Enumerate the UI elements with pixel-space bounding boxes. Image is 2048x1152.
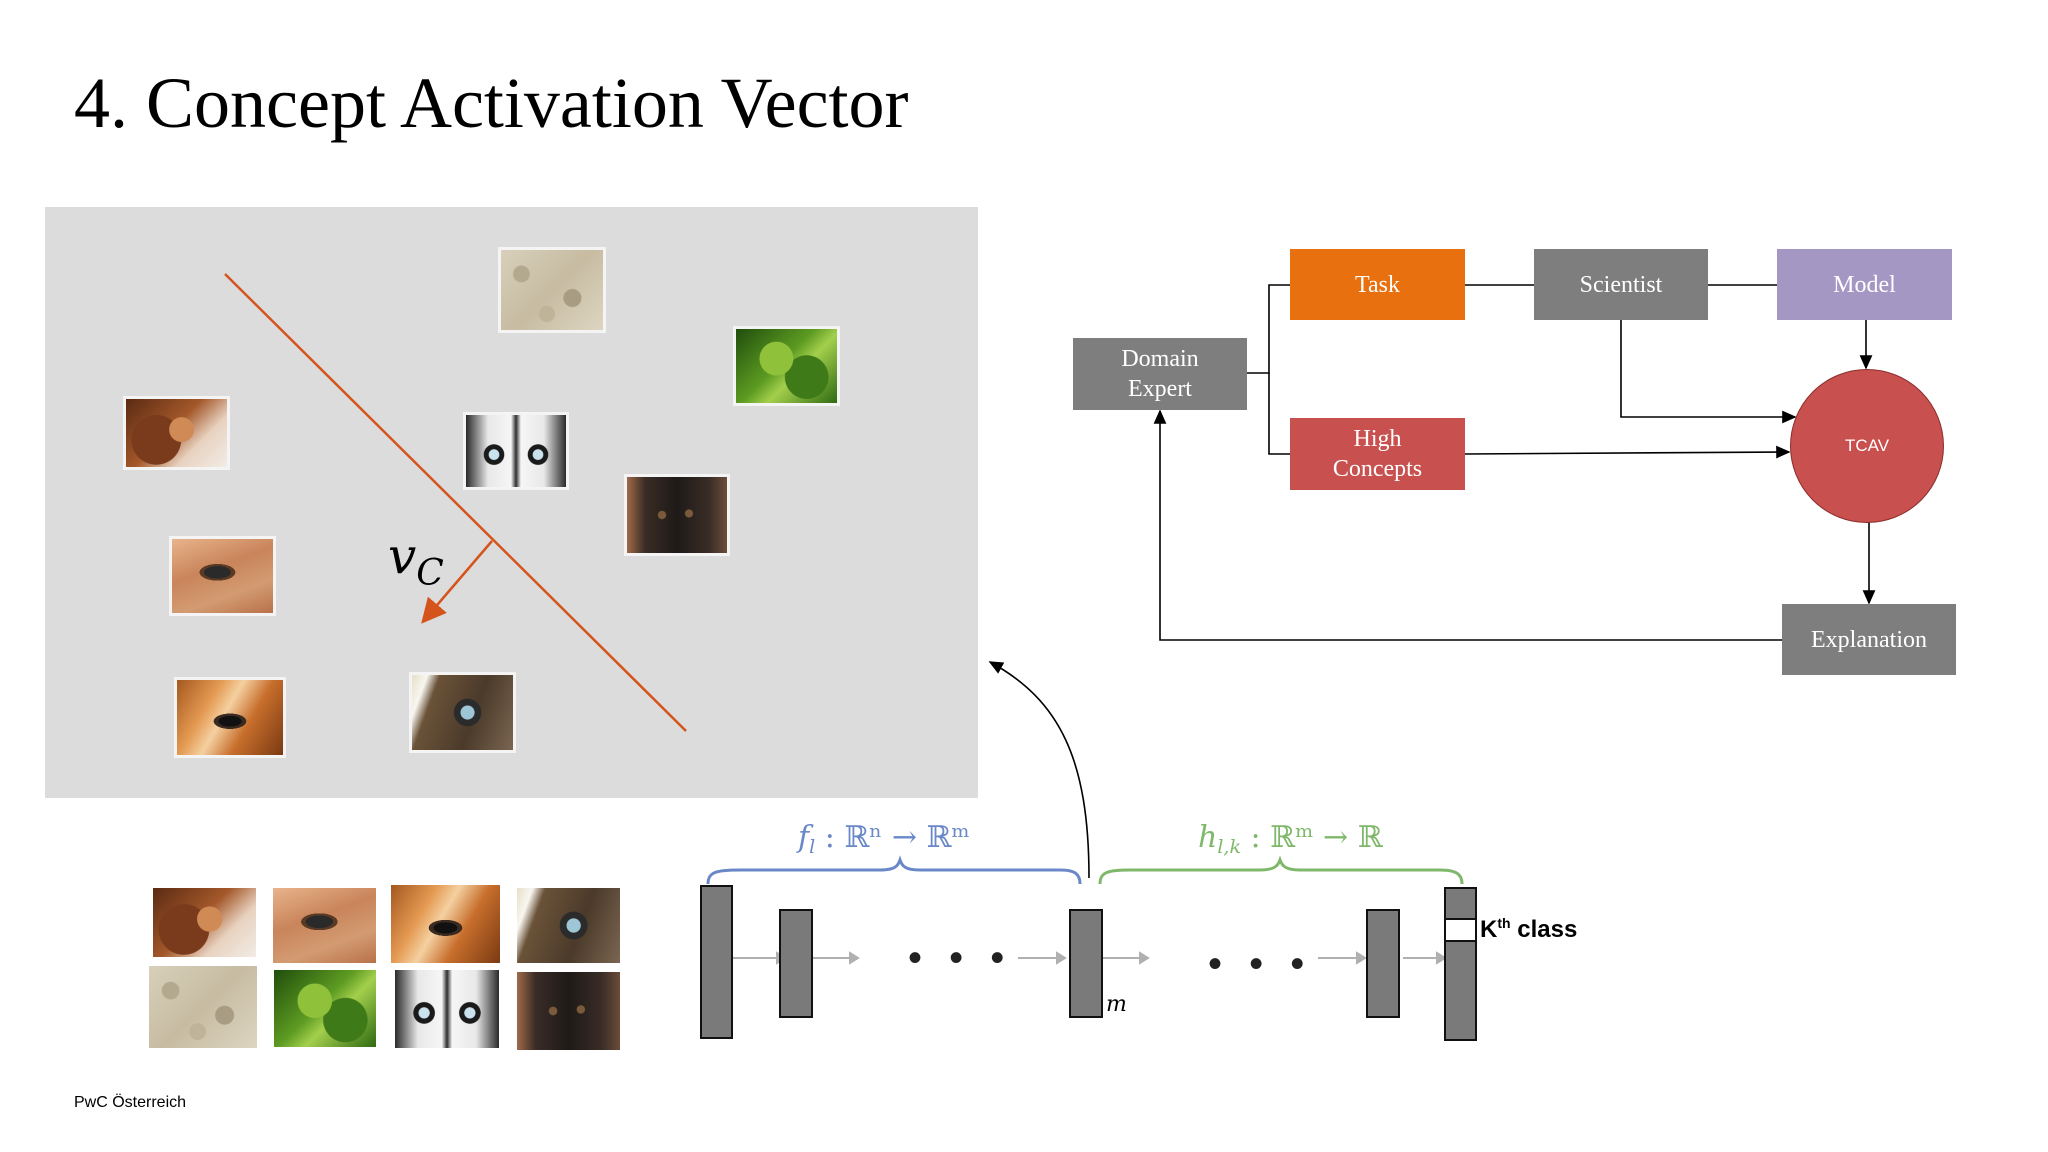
task-label: Task: [1355, 271, 1400, 298]
kth-class-cell: [1446, 918, 1475, 942]
domain-expert-label-line1: Domain: [1121, 346, 1199, 372]
scientist-box: Scientist: [1534, 249, 1708, 320]
grid-grass-image: [274, 970, 376, 1047]
horse-eye-image-3: [409, 672, 516, 753]
connector-expert-concepts: [1268, 373, 1290, 455]
husky-image: [463, 412, 569, 490]
h-brace: [1098, 855, 1464, 885]
slide-title: 4. Concept Activation Vector: [74, 63, 909, 143]
hidden-layer-2: [1366, 909, 1400, 1018]
grid-dog-image: [517, 972, 620, 1050]
f-mapping-label: fl : ℝⁿ → ℝᵐ: [798, 820, 970, 858]
h-mapping-label: hl,k : ℝᵐ → ℝ: [1198, 820, 1383, 858]
high-concepts-label-line2: Concepts: [1332, 456, 1423, 482]
grass-image: [733, 326, 840, 406]
output-layer: [1444, 887, 1477, 1041]
grid-horse-eye-image: [273, 888, 376, 963]
grid-husky-image: [395, 970, 499, 1048]
connector-concepts-tcav: [1464, 445, 1791, 459]
curved-arrow-to-panel: [988, 661, 1090, 879]
explanation-label: Explanation: [1811, 626, 1927, 653]
explanation-box: Explanation: [1782, 604, 1956, 675]
connector-explanation-expert: [1153, 409, 1782, 641]
dog-image: [624, 474, 730, 556]
input-layer: [700, 885, 733, 1039]
kth-class-label: Kth class: [1480, 915, 1578, 943]
horse-face-image: [123, 396, 230, 470]
concept-vector-graphic: [224, 273, 687, 732]
m-dimension-label: m: [1106, 992, 1127, 1017]
connector-scientist-tcav: [1620, 320, 1797, 424]
grid-horse-eye-image-2: [391, 885, 500, 963]
hidden-layer-1: [779, 909, 813, 1018]
decision-boundary-line: [224, 273, 687, 732]
domain-expert-box: Domain Expert: [1073, 338, 1247, 410]
task-box: Task: [1290, 249, 1465, 320]
vector-label: vC: [388, 527, 444, 594]
footer-text: PwC Österreich: [74, 1094, 187, 1111]
concept-space-panel: vC: [45, 207, 978, 798]
domain-expert-label-line2: Expert: [1128, 376, 1192, 402]
grid-horse-face-image: [153, 888, 256, 957]
scientist-label: Scientist: [1579, 271, 1663, 298]
high-concepts-label-line1: High: [1353, 426, 1402, 452]
tcav-label: TCAV: [1844, 436, 1890, 455]
tcav-node: TCAV: [1790, 369, 1944, 523]
model-label: Model: [1833, 271, 1896, 298]
concept-vector-arrow: [421, 540, 493, 624]
model-box: Model: [1777, 249, 1952, 320]
horse-eye-image: [169, 536, 276, 616]
grid-sand-image: [149, 966, 257, 1048]
ellipsis-2: • • •: [1208, 942, 1313, 986]
horse-eye-image-2: [174, 677, 286, 758]
connector-expert-task: [1247, 284, 1290, 374]
ellipsis-1: • • •: [908, 936, 1013, 980]
f-brace: [706, 855, 1082, 885]
sand-image: [498, 247, 606, 333]
bottleneck-layer-l: [1069, 909, 1103, 1018]
grid-horse-eye-image-3: [517, 888, 620, 963]
high-concepts-box: High Concepts: [1290, 418, 1465, 490]
